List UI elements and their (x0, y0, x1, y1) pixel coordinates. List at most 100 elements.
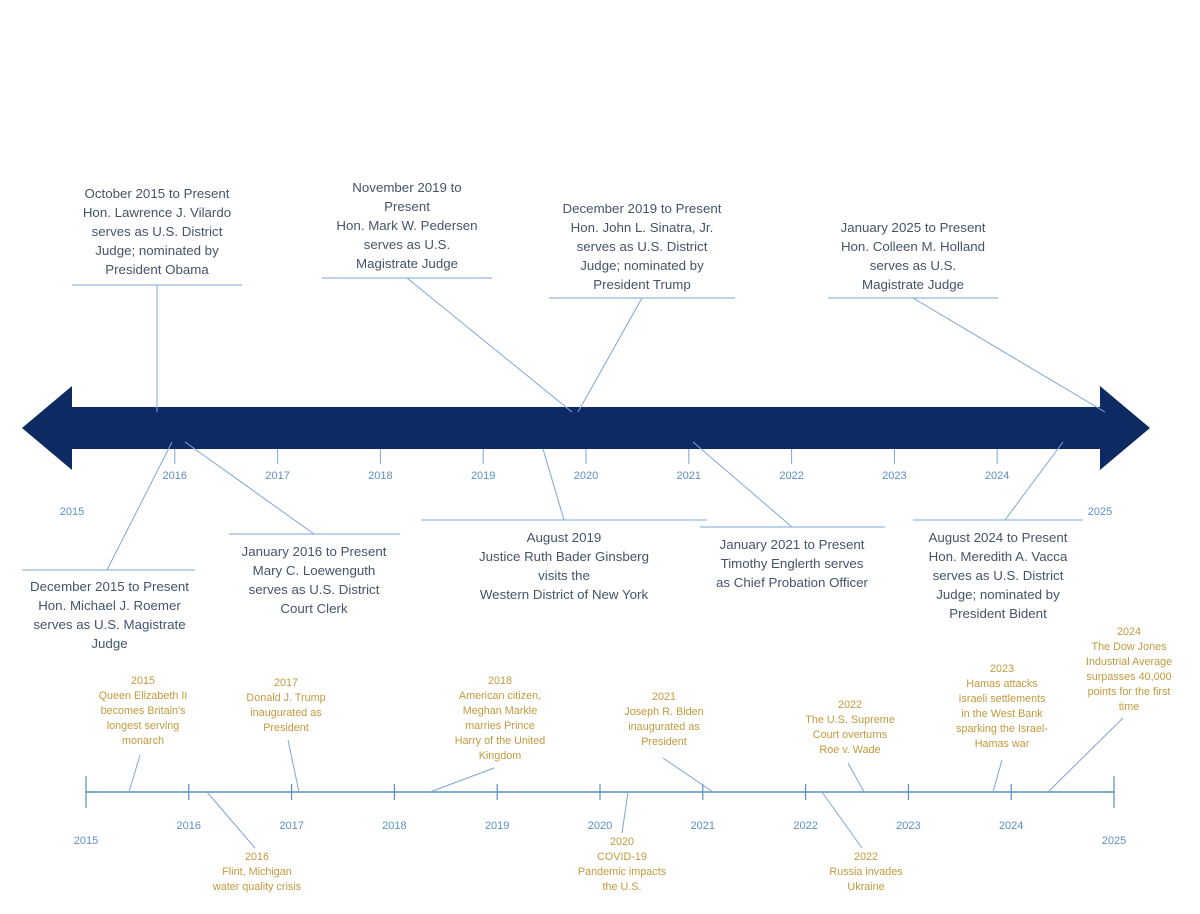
event-line: serves as U.S. District (932, 568, 1064, 583)
connector-flint (206, 791, 256, 849)
bottom-end-year: 2025 (1101, 835, 1127, 847)
event-line: points for the first (1087, 686, 1171, 698)
event-line: August 2019 (526, 530, 602, 545)
event-line: becomes Britain's (100, 705, 186, 717)
bottom-year-label: 2022 (793, 820, 818, 832)
event-line: Western District of New York (479, 587, 649, 602)
connector-dow (1047, 717, 1124, 793)
event-line: inaugurated as (250, 707, 322, 719)
event-line: 2021 (651, 691, 677, 703)
event-line: 2023 (989, 663, 1015, 675)
event-line: 2020 (609, 836, 635, 848)
event-line: Flint, Michigan (222, 866, 292, 878)
event-line: President (641, 736, 687, 748)
top-start-year: 2015 (59, 506, 85, 518)
event-line: Meghan Markle (462, 705, 538, 717)
event-line: Russia invades (829, 866, 903, 878)
connector-trump (287, 739, 300, 793)
event-line: The Dow Jones (1091, 641, 1167, 653)
bottom-year-label: 2017 (279, 820, 304, 832)
connector-vacca (1004, 441, 1064, 521)
event-line: 2022 (837, 699, 863, 711)
event-line: 2024 (1116, 626, 1142, 638)
connector-holland (912, 297, 1106, 413)
event-line: water quality crisis (212, 881, 302, 893)
event-line: Industrial Average (1085, 656, 1173, 668)
event-line: August 2024 to Present (928, 530, 1068, 545)
event-line: longest serving (106, 720, 180, 732)
event-line: Hon. Michael J. Roemer (38, 598, 181, 613)
event-line: January 2016 to Present (241, 544, 387, 559)
event-line: Queen Elizabeth II (98, 690, 188, 702)
event-line: 2015 (130, 675, 156, 687)
event-line: serves as U.S. (363, 237, 451, 252)
event-line: December 2019 to Present (562, 201, 722, 216)
event-line: Hon. Lawrence J. Vilardo (82, 205, 232, 220)
event-line: January 2021 to Present (719, 537, 865, 552)
event-line: November 2019 to (352, 180, 462, 195)
event-line: 2017 (273, 677, 299, 689)
connector-ginsberg (542, 448, 565, 521)
connector-ukraine (821, 791, 863, 849)
event-line: October 2015 to Present (84, 186, 230, 201)
bottom-start-year: 2015 (73, 835, 99, 847)
event-line: sparking the Israel- (956, 723, 1048, 735)
event-line: Hamas attacks (966, 678, 1038, 690)
event-line: Pandemic impacts (577, 866, 667, 878)
event-line: Justice Ruth Bader Ginsberg (479, 549, 649, 564)
top-year-label: 2016 (162, 470, 188, 482)
event-line: serves as U.S. District (91, 224, 223, 239)
top-year-label: 2021 (676, 470, 702, 482)
top-year-label: 2023 (882, 470, 907, 482)
event-line: January 2025 to Present (840, 220, 986, 235)
event-line: President Trump (593, 277, 691, 292)
connector-biden (662, 757, 714, 793)
bottom-year-label: 2023 (896, 820, 921, 832)
event-line: Hon. Mark W. Pedersen (336, 218, 478, 233)
event-line: Judge (91, 636, 128, 651)
event-line: time (1118, 701, 1140, 713)
event-line: President (263, 722, 309, 734)
connector-sinatra (577, 297, 643, 413)
event-line: serves as U.S. (869, 258, 957, 273)
event-line: President Bident (949, 606, 1047, 621)
event-line: Ukraine (847, 881, 885, 893)
event-line: 2018 (487, 675, 513, 687)
connector-roemer (106, 441, 173, 571)
bottom-year-label: 2019 (484, 820, 510, 832)
bottom-year-label: 2016 (176, 820, 202, 832)
event-line: Israeli settlements (958, 693, 1046, 705)
event-line: Harry of the United (454, 735, 546, 747)
top-year-label: 2019 (470, 470, 496, 482)
event-line: President Obama (105, 262, 209, 277)
connector-englerth (692, 441, 793, 528)
event-line: Judge; nominated by (95, 243, 219, 258)
bottom-year-label: 2020 (587, 820, 613, 832)
event-line: Joseph R. Biden (624, 706, 704, 718)
event-line: 2022 (853, 851, 879, 863)
connector-loewenguth (184, 441, 315, 535)
event-line: surpasses 40,000 (1086, 671, 1172, 683)
event-line: Hon. Colleen M. Holland (840, 239, 986, 254)
event-line: inaugurated as (628, 721, 700, 733)
event-line: Judge; nominated by (580, 258, 704, 273)
event-line: visits the (538, 568, 590, 583)
event-line: serves as U.S. Magistrate (33, 617, 186, 632)
event-line: Kingdom (478, 750, 522, 762)
event-line: as Chief Probation Officer (715, 575, 868, 590)
connector-pedersen (406, 277, 573, 413)
event-line: serves as U.S. District (248, 582, 380, 597)
connector-markle (429, 767, 495, 793)
